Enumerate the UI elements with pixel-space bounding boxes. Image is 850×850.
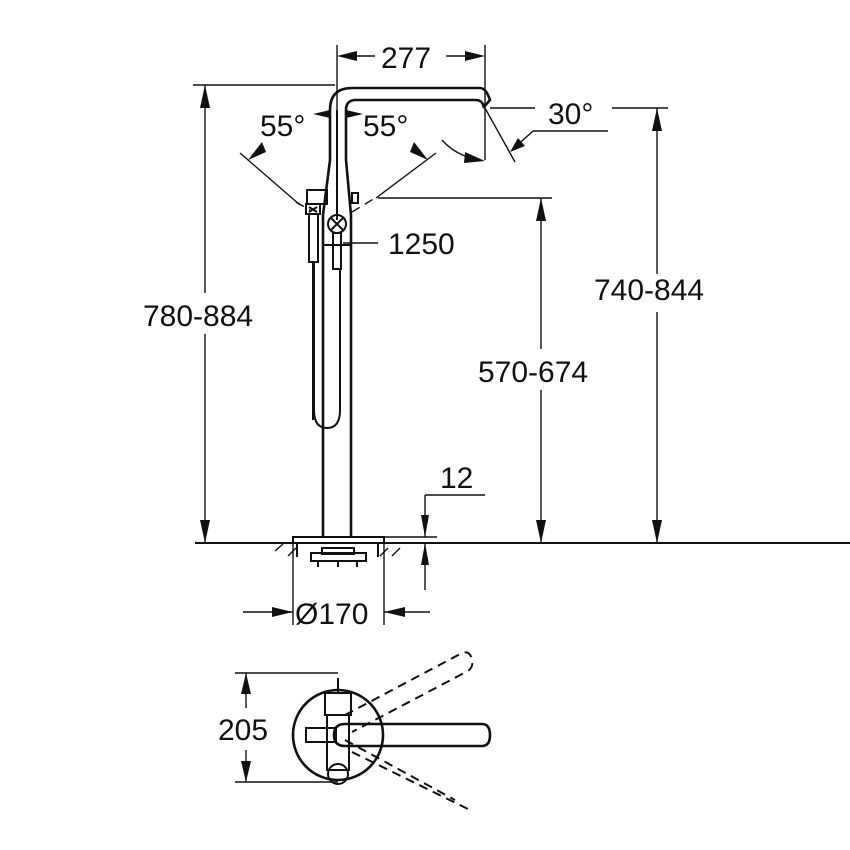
handle-height-label: 570-674 [478, 356, 588, 389]
dim-spout-reach: 277 [336, 42, 486, 160]
top-view: 205 [218, 651, 492, 811]
spout-reach-label: 277 [381, 42, 431, 75]
dim-spout-angle: 30° [441, 98, 668, 163]
dim-depth: 205 [218, 672, 338, 783]
dim-handle-height: 570-674 [378, 197, 588, 543]
dim-plate-thickness: 12 [384, 462, 485, 590]
base-diameter-label: Ø170 [295, 598, 368, 631]
mixer-handle [327, 192, 359, 270]
lever-handle [332, 722, 492, 748]
base-plate [292, 536, 385, 544]
handle-rotation-range [344, 651, 474, 811]
mixer-body-top [305, 678, 352, 785]
spout-outer [328, 86, 492, 111]
dim-handle-angles: 55° 55° [239, 110, 437, 206]
spout-inner [344, 98, 486, 111]
spout-angle-label: 30° [548, 98, 593, 131]
dim-hose-length: 1250 [343, 228, 455, 261]
body-left [321, 110, 332, 216]
depth-label: 205 [218, 714, 268, 747]
dim-spout-height: 740-844 [594, 108, 704, 543]
handle-angle-left-label: 55° [260, 110, 305, 143]
mounting-bracket [310, 547, 367, 567]
handle-angle-right-label: 55° [363, 110, 408, 143]
hose-loop [313, 262, 341, 430]
plate-thickness-label: 12 [440, 462, 473, 495]
body-right [344, 110, 353, 216]
hose-length-label: 1250 [388, 228, 455, 261]
dim-base-diameter: Ø170 [243, 543, 430, 631]
dim-total-height: 780-884 [143, 84, 335, 543]
spout-height-label: 740-844 [594, 274, 704, 307]
side-view: 277 30° 55° 55° 1250 [143, 42, 850, 631]
total-height-label: 780-884 [143, 300, 253, 333]
